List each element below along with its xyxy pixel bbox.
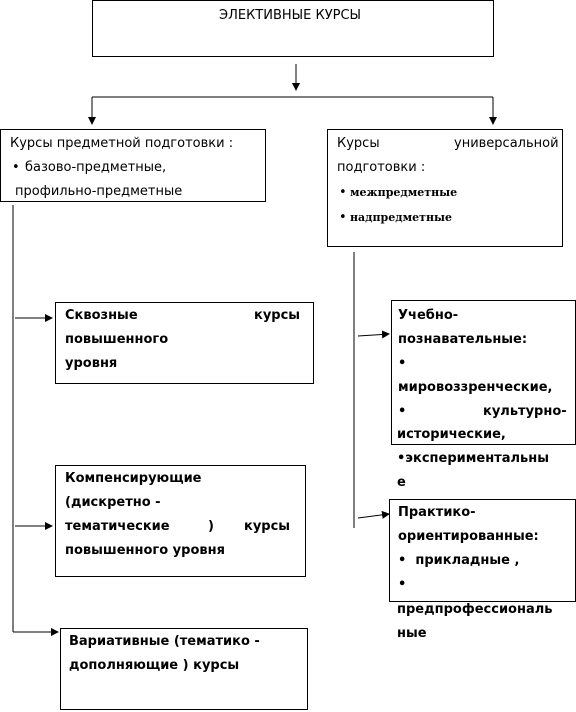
left-header: Курсы предметной подготовки :: [10, 136, 234, 151]
right-category-box: Курсы универсальной подготовки : • межпр…: [327, 129, 563, 247]
left-item-2: профильно-предметные: [15, 184, 183, 199]
root-box: ЭЛЕКТИВНЫЕ КУРСЫ: [92, 0, 494, 57]
right-child-1-box: Учебно- познавательные: • мировоззренчес…: [391, 300, 576, 445]
left-child-2-w2: ): [208, 519, 214, 534]
right-arrow-1: [357, 330, 390, 339]
right-item-1: межпредметные: [350, 186, 458, 199]
right-arrow-2: [357, 510, 390, 519]
root-title: ЭЛЕКТИВНЫЕ КУРСЫ: [219, 8, 362, 23]
left-child-2-box: Компенсирующие (дискретно - тематические…: [55, 465, 306, 577]
right-child-2-bullet: •: [398, 577, 407, 592]
left-child-3-box: Вариативные (тематико - дополняющие ) ку…: [60, 628, 308, 710]
left-child-3-line2: дополняющие ) курсы: [69, 658, 240, 673]
left-child-2-line4: повышенного уровня: [65, 543, 225, 558]
right-child-1-bullet-1: •: [398, 356, 407, 371]
left-child-1-line3: уровня: [65, 356, 118, 371]
left-child-1-line2: повышенного: [65, 332, 169, 347]
left-category-box: Курсы предметной подготовки : • базово-п…: [0, 129, 266, 202]
right-child-2-line2: ориентированные:: [398, 529, 539, 544]
right-child-1-line1: Учебно-: [398, 308, 459, 323]
right-header-line2: подготовки :: [337, 160, 426, 175]
left-child-2-line1: Компенсирующие: [65, 471, 202, 486]
left-child-1-w1: Сквозные: [65, 308, 138, 323]
right-child-1-line7: е: [397, 475, 406, 490]
right-bullet-2: •: [339, 210, 347, 225]
right-child-2-box: Практико- ориентированные: • прикладные …: [389, 499, 576, 602]
right-child-2-line3: • прикладные ,: [398, 553, 520, 568]
right-child-2-line4: предпрофессиональ: [397, 602, 553, 617]
right-header-word2: универсальной: [454, 136, 559, 151]
right-item-2: надпредметные: [350, 211, 453, 224]
left-item-1: базово-предметные,: [25, 160, 167, 175]
right-child-1-line2: познавательные:: [398, 332, 528, 347]
left-child-2-line2: (дискретно -: [65, 495, 161, 510]
right-child-1-line4: культурно-: [483, 404, 567, 419]
right-bullet-1: •: [339, 185, 347, 200]
left-child-1-box: Сквозные курсы повышенного уровня: [55, 302, 314, 384]
left-child-1-w2: курсы: [254, 308, 301, 323]
right-child-1-line5: исторические,: [397, 427, 506, 442]
left-child-2-w3: курсы: [244, 519, 291, 534]
right-child-1-bullet-2: •: [398, 404, 407, 419]
left-child-2-w1: тематические: [65, 519, 170, 534]
right-child-1-line3: мировоззренческие,: [398, 380, 553, 395]
left-child-3-line1: Вариативные (тематико -: [69, 634, 260, 649]
right-header-word1: Курсы: [337, 136, 380, 151]
right-child-2-line5: ные: [397, 626, 427, 641]
right-child-1-line6: •экспериментальны: [397, 451, 549, 466]
left-bullet: •: [12, 160, 20, 175]
right-child-2-line1: Практико-: [398, 505, 476, 520]
